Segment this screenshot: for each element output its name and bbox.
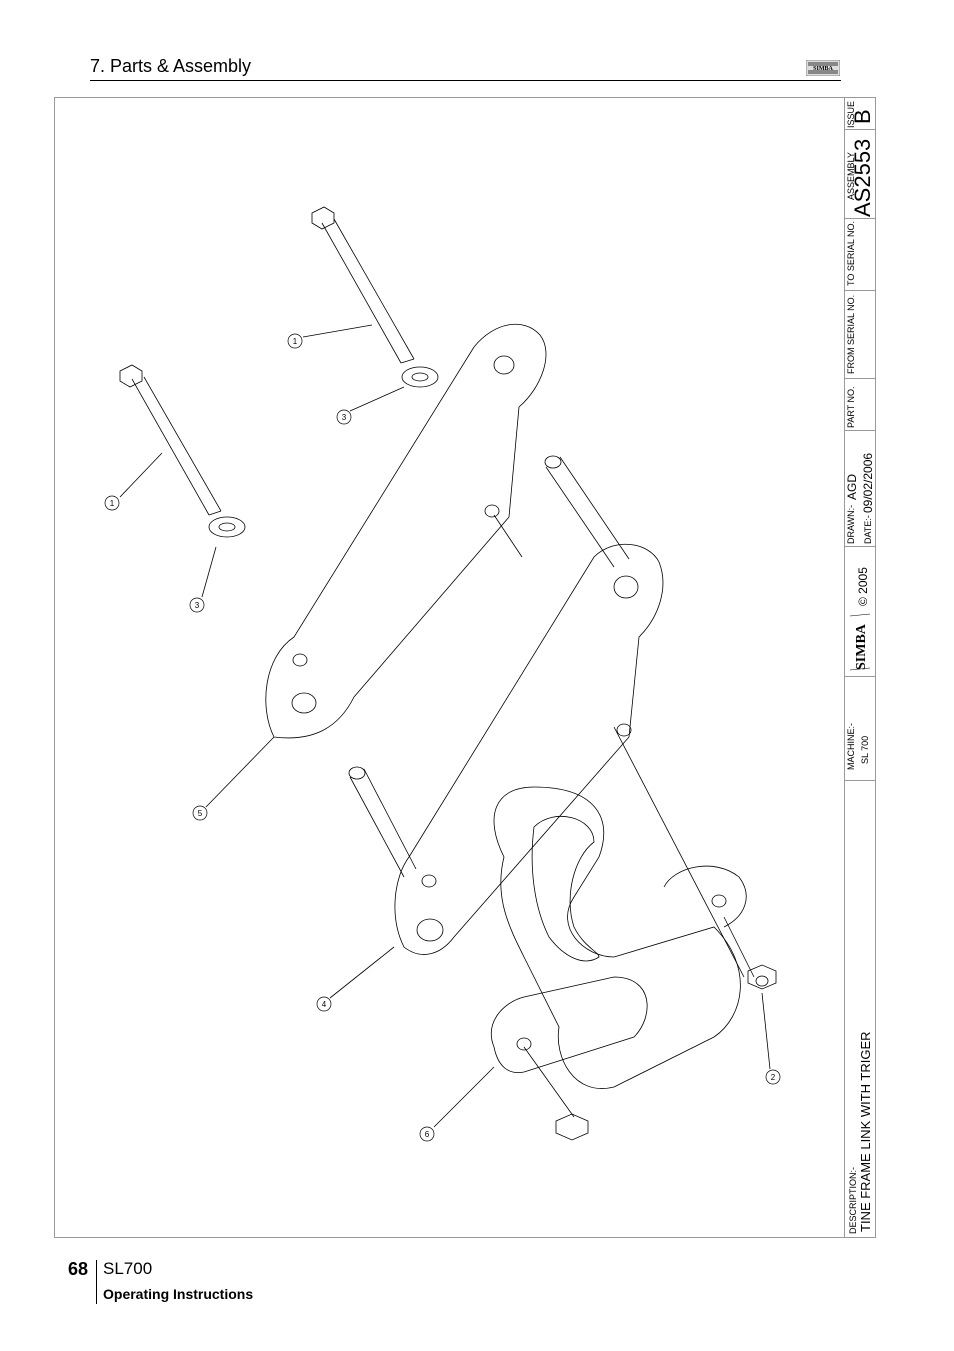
simba-logo-icon: SIMBA: [849, 613, 871, 671]
callout-6: 6: [425, 1130, 430, 1139]
exploded-assembly-drawing: 1 1 3 3 5 4 6 2: [104, 206, 781, 1142]
nut-lower: [555, 1113, 589, 1141]
bracket-6: [491, 976, 648, 1074]
machine-value: SL 700: [860, 735, 870, 764]
part-no-label: PART NO.: [846, 386, 856, 428]
bolt-left: [119, 364, 222, 516]
machine-label: MACHINE:-: [846, 723, 856, 770]
callout-1b: 1: [293, 337, 298, 346]
description-value: TINE FRAME LINK WITH TRIGER: [858, 1031, 873, 1232]
title-block: [844, 97, 876, 1238]
bolt-right: [311, 206, 415, 364]
assembly-value: AS2553: [850, 138, 875, 217]
header-divider: [90, 80, 841, 81]
issue-value: B: [850, 109, 875, 124]
link-5: [265, 323, 547, 739]
washer-left: [208, 516, 246, 538]
callout-2: 2: [771, 1073, 776, 1082]
date-value: 09/02/2006: [861, 452, 875, 513]
callout-3b: 3: [342, 413, 347, 422]
footer-divider: [96, 1260, 97, 1304]
washer-right: [401, 366, 439, 388]
drawn-value: AGD: [845, 473, 859, 500]
simba-logo-icon: SIMBA: [806, 60, 840, 76]
drawn-label: DRAWN:-: [846, 504, 856, 544]
callout-3a: 3: [195, 601, 200, 610]
to-serial-label: TO SERIAL NO.: [846, 220, 856, 286]
simba-tb-text: SIMBA: [854, 623, 869, 670]
from-serial-label: FROM SERIAL NO.: [846, 294, 856, 374]
date-label: DATE:-: [863, 515, 873, 544]
callout-5: 5: [198, 809, 203, 818]
description-label: DESCRIPTION:-: [848, 1166, 858, 1234]
nut-2: [747, 964, 777, 990]
callout-4: 4: [322, 1000, 327, 1009]
logo-text: SIMBA: [813, 66, 833, 72]
footer-subtitle: Operating Instructions: [103, 1286, 254, 1302]
link-4: [394, 543, 664, 955]
callout-1a: 1: [110, 499, 115, 508]
footer-model: SL700: [103, 1259, 153, 1278]
copyright-text: © 2005: [856, 567, 870, 606]
drawing-frame: [54, 97, 876, 1238]
pivot-pin: [348, 455, 630, 878]
trigger-plate: [493, 786, 741, 1089]
section-title: 7. Parts & Assembly: [90, 56, 252, 76]
page-number: 68: [68, 1259, 89, 1279]
